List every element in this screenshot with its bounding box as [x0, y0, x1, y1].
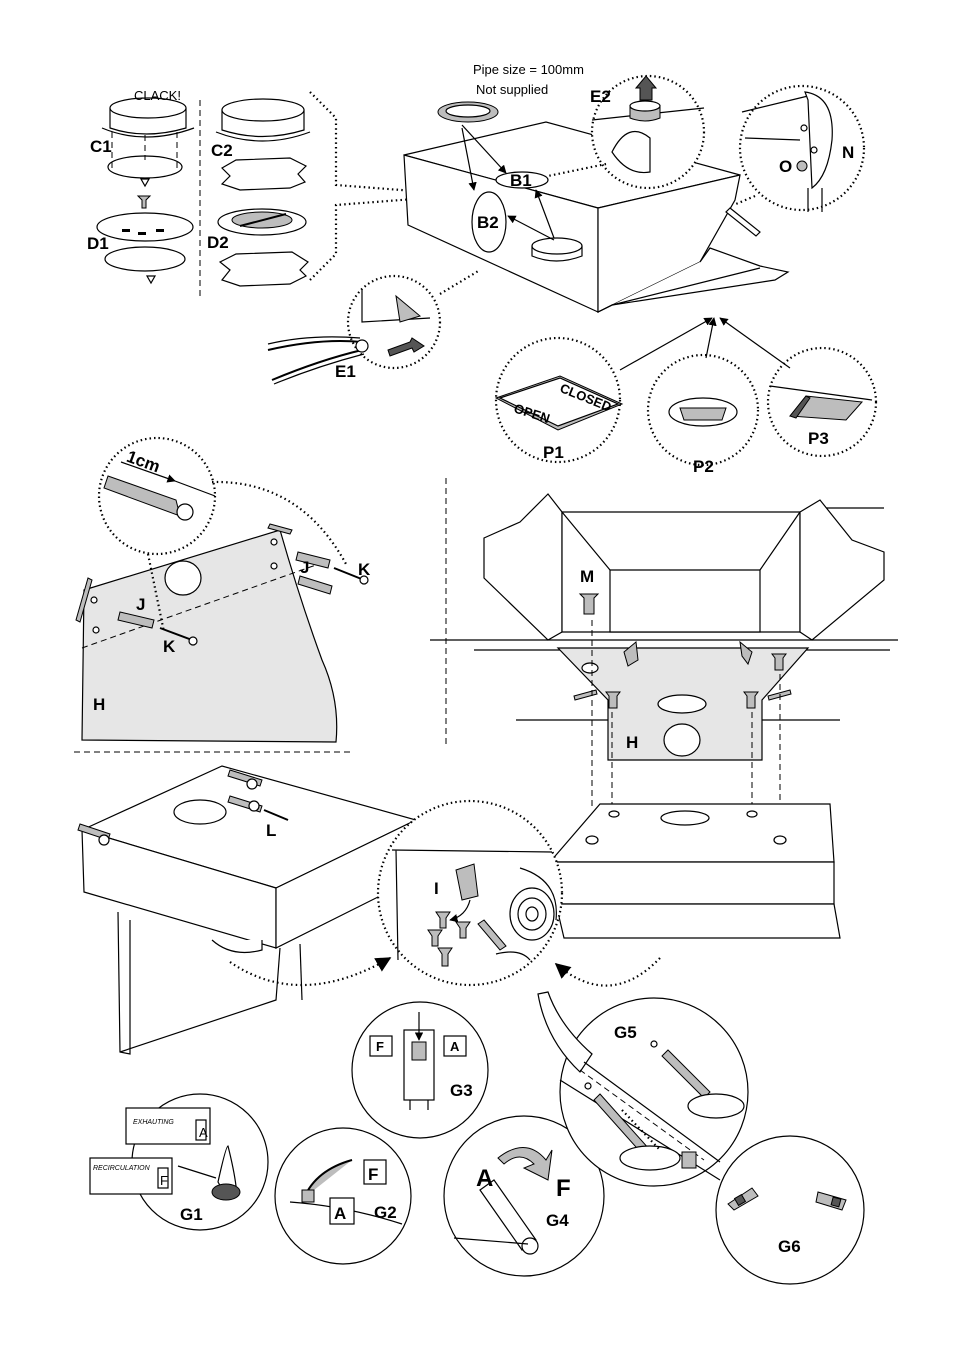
label-g2-a: A	[334, 1204, 346, 1223]
label-n: N	[842, 143, 854, 162]
label-c2: C2	[211, 141, 233, 160]
label-e2: E2	[590, 87, 611, 106]
pipe-size-text: Pipe size = 100mm	[473, 62, 584, 77]
label-g3-f: F	[376, 1039, 384, 1054]
label-recirculation: RECIRCULATION	[93, 1165, 151, 1172]
label-l: L	[266, 821, 276, 840]
label-e1: E1	[335, 362, 356, 381]
label-h-left: H	[93, 695, 105, 714]
panel-cabinet-mount: M H	[430, 493, 898, 939]
label-g2: G2	[374, 1203, 397, 1222]
label-k-right: K	[358, 560, 371, 579]
label-g4-a: A	[476, 1165, 493, 1192]
label-g3: G3	[450, 1081, 473, 1100]
label-o: O	[779, 157, 792, 176]
screw-icon	[427, 911, 471, 967]
label-g3-a: A	[450, 1039, 460, 1054]
screw-icon	[136, 195, 152, 209]
label-g5: G5	[614, 1023, 637, 1042]
label-g1-a: A	[199, 1125, 208, 1140]
label-g6: G6	[778, 1237, 801, 1256]
panel-hood-outlets: Pipe size = 100mm Not supplied B1 B2 E2	[267, 62, 878, 476]
label-j-left: J	[136, 595, 145, 614]
panel-hood-hanging: L I	[77, 765, 661, 1055]
label-g2-f: F	[368, 1165, 378, 1184]
label-d2: D2	[207, 233, 229, 252]
label-b2: B2	[477, 213, 499, 232]
panel-wall-fixing: 1cm J K J K H	[74, 436, 447, 753]
label-d1: D1	[87, 234, 109, 253]
label-m: M	[580, 567, 594, 586]
panel-c-d-flanges: C1 CLACK! C2 D1 D2	[87, 88, 441, 300]
label-i: I	[434, 879, 439, 898]
label-k-left: K	[163, 637, 176, 656]
label-g4-f: F	[556, 1175, 571, 1202]
label-exhauting: EXHAUTING	[133, 1119, 174, 1126]
label-g4: G4	[546, 1211, 569, 1230]
label-j-right: J	[300, 558, 309, 577]
label-p1: P1	[543, 443, 564, 462]
label-g1: G1	[180, 1205, 203, 1224]
label-h-right: H	[626, 733, 638, 752]
label-p3: P3	[808, 429, 829, 448]
not-supplied-text: Not supplied	[476, 82, 548, 97]
panel-g-controls: EXHAUTING A RECIRCULATION F G1 F A G2 F …	[89, 991, 865, 1285]
screw-icon	[578, 593, 787, 709]
label-b1: B1	[510, 171, 532, 190]
label-p2: P2	[693, 457, 714, 476]
label-c1: C1	[90, 137, 112, 156]
label-clack: CLACK!	[134, 88, 181, 103]
label-g1-f: F	[160, 1173, 168, 1188]
